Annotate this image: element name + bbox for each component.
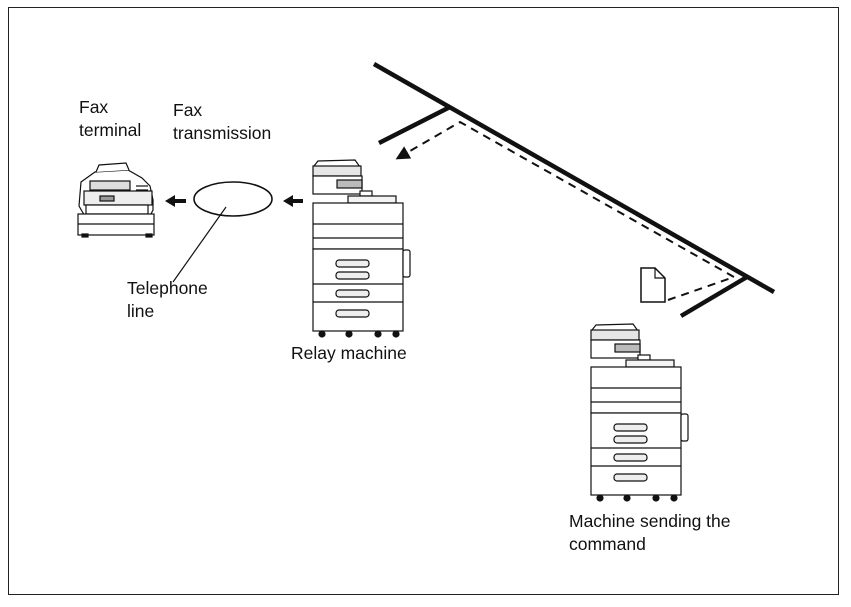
fax-terminal-label: Fax terminal [79, 97, 142, 140]
arrow-to-fax-terminal [165, 195, 186, 207]
network-bars [372, 62, 776, 318]
telephone-line-icon [172, 181, 273, 283]
telephone-line-label: Telephone line [127, 278, 208, 321]
arrow-to-telephone-line [283, 195, 303, 207]
relay-machine-label: Relay machine [291, 343, 407, 363]
dashed-relay-path [395, 120, 737, 301]
fax-transmission-label: Fax transmission [173, 100, 272, 143]
sending-machine-icon [590, 323, 689, 502]
document-icon [640, 267, 666, 303]
sending-machine-label: Machine sending the command [569, 511, 731, 554]
relay-machine-icon [312, 159, 411, 338]
fax-terminal-icon [77, 162, 155, 238]
diagram-frame [8, 7, 839, 595]
